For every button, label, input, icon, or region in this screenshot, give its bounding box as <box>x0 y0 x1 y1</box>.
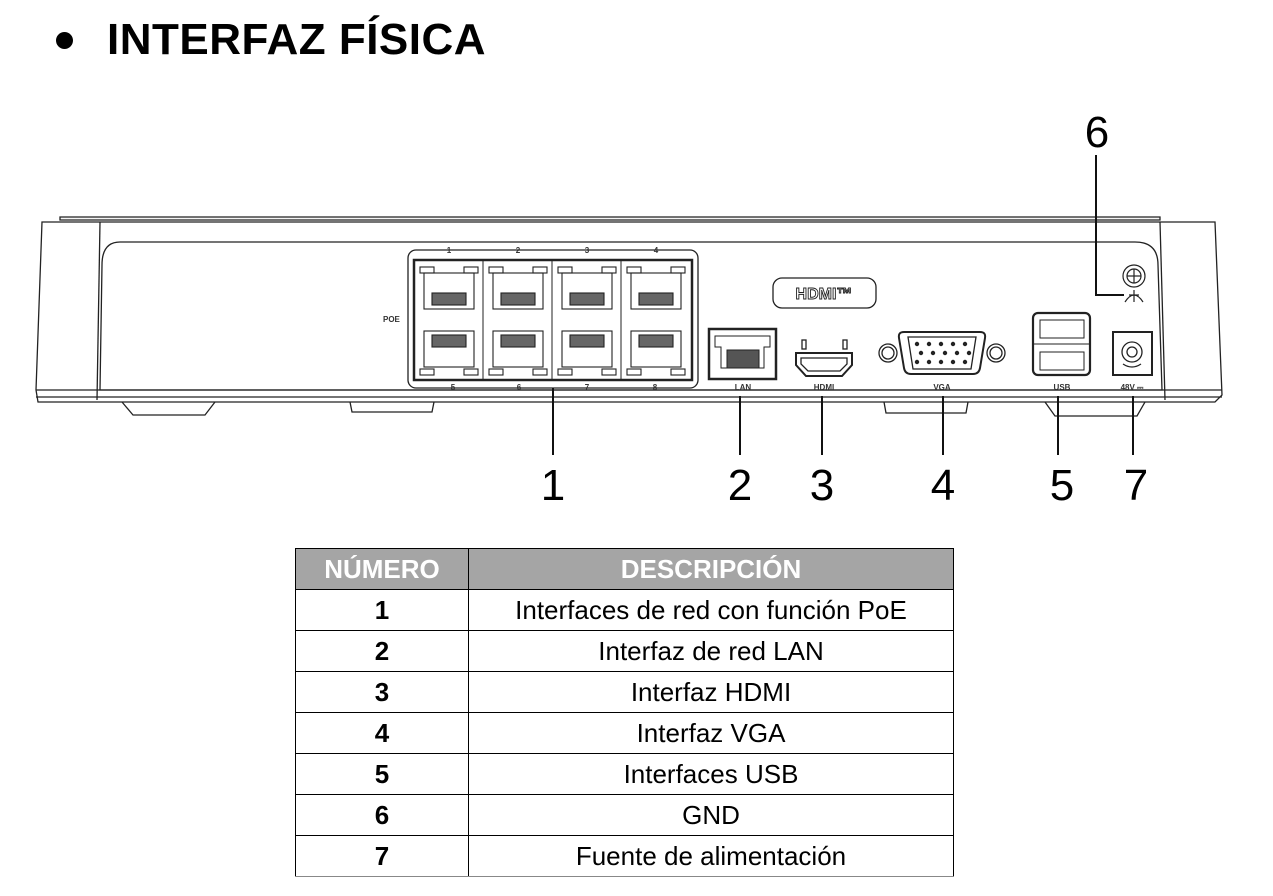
vga-pin <box>938 359 944 365</box>
poe-port-number: 4 <box>654 246 659 255</box>
poe-port-number: 6 <box>517 383 522 392</box>
lan-port <box>707 327 778 381</box>
row-description: Interfaz de red LAN <box>468 630 954 672</box>
foot-3 <box>883 401 969 414</box>
callout-2: 2 <box>728 461 752 510</box>
rear-panel-drawing: POE 1 2 3 4 5 6 7 8 HDMI™ LAN <box>35 108 1223 510</box>
row-description: Fuente de alimentación <box>468 835 954 877</box>
callout-leaders <box>552 155 1134 455</box>
poe-port-number: 1 <box>447 246 452 255</box>
vga-pin <box>914 341 920 347</box>
callout-4: 4 <box>931 461 955 510</box>
vga-port <box>878 331 1006 375</box>
column-header-description: DESCRIPCIÓN <box>468 548 954 590</box>
vga-pin <box>918 350 924 356</box>
rj45-port <box>419 330 479 376</box>
foot-2 <box>349 401 435 413</box>
callout-6: 6 <box>1085 108 1109 157</box>
row-number: 1 <box>295 589 469 631</box>
callout-5: 5 <box>1050 461 1074 510</box>
rj45-port <box>488 330 548 376</box>
vga-label: VGA <box>933 383 951 392</box>
power-label: 48V ⎓ <box>1121 383 1144 392</box>
row-description: Interfaz HDMI <box>468 671 954 713</box>
vga-pin <box>926 359 932 365</box>
rj45-port <box>626 266 686 310</box>
device-left-end <box>96 221 101 401</box>
power-jack <box>1112 331 1153 376</box>
device-inner-panel <box>99 241 1163 391</box>
lan-label: LAN <box>735 383 752 392</box>
rj45-port <box>557 330 617 376</box>
callout-3: 3 <box>810 461 834 510</box>
callout-7: 7 <box>1124 461 1148 510</box>
poe-port-number: 2 <box>516 246 521 255</box>
vga-pin <box>962 341 968 347</box>
column-header-number: NÚMERO <box>295 548 469 590</box>
row-number: 7 <box>295 835 469 877</box>
poe-port-number: 7 <box>585 383 590 392</box>
row-description: Interfaz VGA <box>468 712 954 754</box>
vga-pin <box>950 359 956 365</box>
poe-port-number: 5 <box>451 383 456 392</box>
foot-4 <box>1044 401 1146 417</box>
row-number: 5 <box>295 753 469 795</box>
rear-panel-diagram: POE 1 2 3 4 5 6 7 8 HDMI™ LAN <box>0 100 1273 520</box>
row-number: 2 <box>295 630 469 672</box>
vga-pin <box>962 359 968 365</box>
usb-ports <box>1031 311 1092 377</box>
table-header-row: NÚMERO DESCRIPCIÓN <box>295 548 954 590</box>
rj45-port <box>488 266 548 310</box>
rj45-port <box>626 330 686 376</box>
poe-label: POE <box>383 315 401 324</box>
vga-pin <box>942 350 948 356</box>
callout-1: 1 <box>541 461 565 510</box>
hdmi-port <box>795 339 853 377</box>
poe-port-number: 8 <box>653 383 658 392</box>
foot-1 <box>121 401 216 416</box>
svg-text:HDMI™: HDMI™ <box>796 286 853 303</box>
row-description: Interfaces USB <box>468 753 954 795</box>
vga-pin <box>966 350 972 356</box>
vga-pin <box>950 341 956 347</box>
ground-icon <box>1122 264 1146 303</box>
row-number: 6 <box>295 794 469 836</box>
poe-ports-block <box>407 249 699 389</box>
row-number: 4 <box>295 712 469 754</box>
vga-pin <box>914 359 920 365</box>
vga-pin <box>930 350 936 356</box>
hdmi-label: HDMI <box>814 383 834 392</box>
device-top-edge <box>59 216 1161 221</box>
rj45-port <box>557 266 617 310</box>
row-description: Interfaces de red con función PoE <box>468 589 954 631</box>
section-heading: INTERFAZ FÍSICA <box>56 10 486 70</box>
device-right-end <box>1159 221 1166 401</box>
page-title: INTERFAZ FÍSICA <box>107 15 487 64</box>
vga-pin <box>954 350 960 356</box>
vga-pin <box>926 341 932 347</box>
poe-top-numbers: 1 2 3 4 <box>447 246 659 255</box>
usb-label: USB <box>1054 383 1071 392</box>
rj45-port <box>419 266 479 310</box>
row-description: GND <box>468 794 954 836</box>
hdmi-logo: HDMI™ <box>772 277 877 309</box>
poe-port-number: 3 <box>585 246 590 255</box>
bullet-icon <box>56 31 73 49</box>
vga-pin <box>938 341 944 347</box>
poe-bottom-numbers: 5 6 7 8 <box>451 383 658 392</box>
row-number: 3 <box>295 671 469 713</box>
